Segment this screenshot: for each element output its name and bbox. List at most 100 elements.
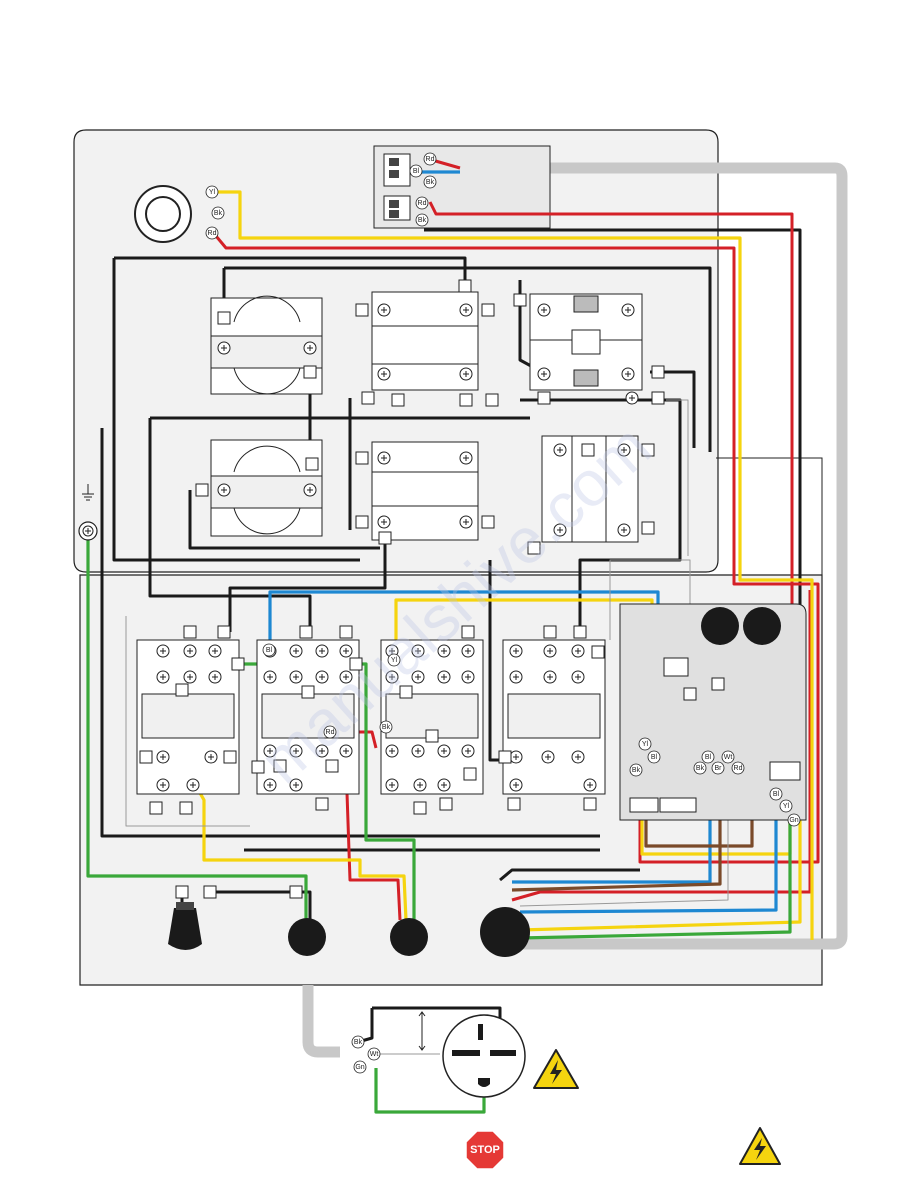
- screw-slot: [187, 674, 193, 680]
- screw-slot: [221, 487, 227, 493]
- connector-box: [378, 531, 392, 545]
- knob-icon: [168, 902, 202, 950]
- screw-slot: [381, 519, 387, 525]
- svg-text:Bl: Bl: [266, 647, 273, 654]
- wire-label-rd: Rd: [423, 152, 437, 166]
- connector-box: [315, 797, 329, 811]
- screw-slot: [441, 782, 447, 788]
- svg-text:Bk: Bk: [696, 765, 705, 772]
- connector-box: [195, 483, 209, 497]
- wire-label-wt: Wt: [367, 1047, 381, 1061]
- connector-box: [203, 885, 217, 899]
- connector-box: [273, 759, 287, 773]
- svg-text:Rd: Rd: [426, 156, 435, 163]
- wire-label-yl: Yl: [205, 185, 219, 199]
- connector-box: [581, 443, 595, 457]
- screw-slot: [465, 748, 471, 754]
- warning-triangle-icon: [739, 1127, 781, 1165]
- connector-box: [485, 393, 499, 407]
- connector-box: [303, 365, 317, 379]
- connector-box: [179, 801, 193, 815]
- wire-label-gn: Gn: [787, 813, 801, 827]
- wire-label-bk: Bk: [423, 175, 437, 189]
- svg-text:Yl: Yl: [209, 189, 216, 196]
- svg-text:Bk: Bk: [214, 210, 223, 217]
- wire-label-br: Br: [711, 761, 725, 775]
- screw-slot: [441, 648, 447, 654]
- svg-text:Bl: Bl: [705, 754, 712, 761]
- screw-slot: [541, 307, 547, 313]
- connector-box: [149, 801, 163, 815]
- connector-box: [361, 391, 375, 405]
- connector-box: [325, 759, 339, 773]
- screw-slot: [293, 674, 299, 680]
- screw-slot: [415, 748, 421, 754]
- screw-slot: [381, 371, 387, 377]
- svg-text:Yl: Yl: [783, 803, 790, 810]
- svg-text:Yl: Yl: [642, 741, 649, 748]
- wire-label-bk: Bk: [629, 763, 643, 777]
- connector-box: [583, 797, 597, 811]
- screw-slot: [417, 782, 423, 788]
- connector-box: [399, 685, 413, 699]
- stop-sign-icon: STOP: [465, 1130, 505, 1170]
- indicator-lights: [701, 607, 781, 645]
- screw-slot: [160, 674, 166, 680]
- svg-text:Gn: Gn: [355, 1064, 364, 1071]
- stop-sign-label: STOP: [470, 1144, 500, 1156]
- connector-box: [139, 750, 153, 764]
- svg-text:Yl: Yl: [391, 657, 398, 664]
- connector-box: [355, 303, 369, 317]
- screw-slot: [389, 782, 395, 788]
- screw-slot: [621, 527, 627, 533]
- wire-label-rd: Rd: [323, 725, 337, 739]
- connector-box: [591, 645, 605, 659]
- screw-slot: [293, 748, 299, 754]
- svg-text:Bk: Bk: [632, 767, 641, 774]
- screw-slot: [160, 648, 166, 654]
- svg-text:Rd: Rd: [208, 230, 217, 237]
- screw-slot: [463, 455, 469, 461]
- screw-slot: [625, 307, 631, 313]
- connector-box: [573, 625, 587, 639]
- svg-text:Bl: Bl: [773, 791, 780, 798]
- wire-label-yl: Yl: [779, 799, 793, 813]
- connector-box: [543, 625, 557, 639]
- connector-box: [301, 685, 315, 699]
- screw-slot: [267, 674, 273, 680]
- wire-label-bk: Bk: [351, 1035, 365, 1049]
- connector-box: [641, 443, 655, 457]
- terminal-boxes: [139, 279, 725, 899]
- screw-slot: [625, 371, 631, 377]
- screw-slot: [267, 782, 273, 788]
- screw-slot: [319, 748, 325, 754]
- connector-box: [498, 750, 512, 764]
- connector-box: [349, 657, 363, 671]
- connector-box: [641, 521, 655, 535]
- wire-label-bl: Bl: [701, 750, 715, 764]
- screw-slot: [575, 648, 581, 654]
- ground-stud: [78, 521, 98, 541]
- screw-slot: [187, 648, 193, 654]
- svg-text:Br: Br: [715, 765, 723, 772]
- screw-slot: [343, 674, 349, 680]
- screw-slot: [267, 748, 273, 754]
- screw-slot: [513, 674, 519, 680]
- wire-label-bk: Bk: [211, 206, 225, 220]
- connector-box: [458, 279, 472, 293]
- connector-box: [391, 393, 405, 407]
- conduit: [302, 162, 848, 1058]
- wire-label-bl: Bl: [769, 787, 783, 801]
- connector-box: [355, 451, 369, 465]
- connector-box: [711, 677, 725, 691]
- connector-box: [425, 729, 439, 743]
- screw-slot: [293, 648, 299, 654]
- connector-box: [289, 885, 303, 899]
- terminal-block-top: [373, 145, 551, 229]
- connector-box: [527, 541, 541, 555]
- connector-box: [481, 303, 495, 317]
- cord-grips: [288, 907, 530, 957]
- connector-box: [651, 365, 665, 379]
- connector-box: [217, 625, 231, 639]
